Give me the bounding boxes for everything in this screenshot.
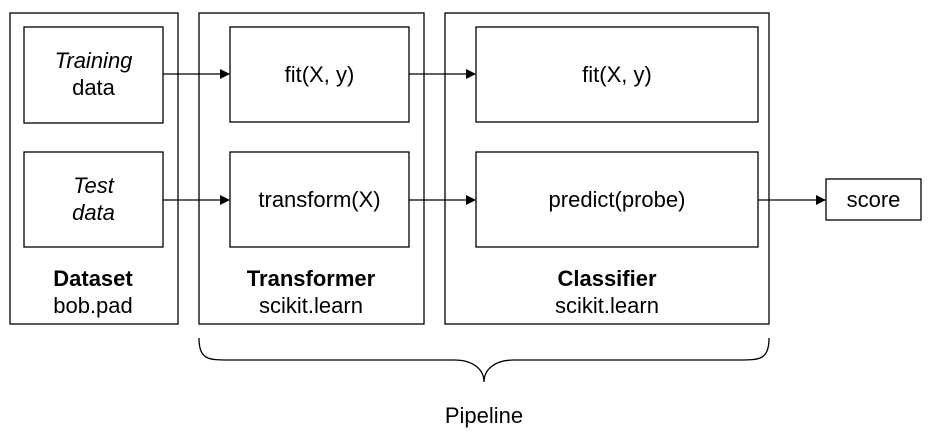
training-data-label-line2: data	[72, 75, 116, 100]
training-data-label-line1: Training	[55, 48, 134, 73]
classifier-predict-box	[475, 151, 759, 248]
transformer-subtitle: scikit.learn	[259, 293, 363, 318]
test-data-label-line1: Test	[73, 173, 115, 198]
pipeline-label: Pipeline	[445, 403, 523, 428]
dataset-title: Dataset	[53, 266, 133, 291]
training-data-box	[23, 26, 164, 124]
score-label: score	[847, 187, 901, 212]
transformer-fit-box	[229, 26, 410, 123]
transformer-transform-label: transform(X)	[258, 187, 380, 212]
transformer-fit-label: fit(X, y)	[285, 62, 355, 87]
classifier-title: Classifier	[557, 266, 656, 291]
score-box	[825, 178, 922, 221]
test-data-box	[23, 151, 164, 248]
classifier-fit-box	[475, 26, 759, 123]
classifier-predict-label: predict(probe)	[549, 187, 686, 212]
pipeline-brace	[198, 337, 770, 383]
test-data-label-line2: data	[72, 200, 115, 225]
classifier-subtitle: scikit.learn	[555, 293, 659, 318]
transformer-transform-box	[229, 151, 410, 248]
dataset-subtitle: bob.pad	[53, 293, 133, 318]
classifier-fit-label: fit(X, y)	[582, 62, 652, 87]
transformer-title: Transformer	[247, 266, 376, 291]
